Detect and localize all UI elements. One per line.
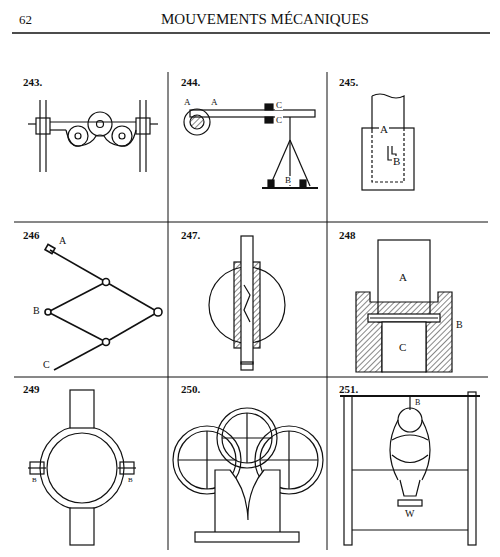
part-letter: B [284, 176, 292, 185]
fig-244-balance [184, 104, 318, 188]
part-letter: A [58, 236, 67, 246]
figure-number: 243. [22, 77, 43, 88]
fig-251-tongs-frame [340, 392, 480, 545]
part-letter: C [275, 116, 283, 125]
page-title: MOUVEMENTS MÉCANIQUES [161, 12, 369, 27]
grid [14, 72, 488, 550]
part-letter: B [31, 477, 38, 484]
header-rule [12, 32, 490, 34]
part-letter: A [398, 272, 408, 283]
figure-number: 246 [22, 230, 41, 241]
part-letter: C [398, 342, 407, 353]
fig-245-coupling [362, 94, 414, 190]
part-letter: C [275, 101, 283, 110]
figure-number: 249 [22, 384, 41, 395]
part-letter: B [392, 156, 401, 167]
part-letter: A [379, 124, 389, 135]
figure-number: 248 [338, 230, 357, 241]
figure-number: 244. [180, 77, 201, 88]
part-letter: B [414, 399, 421, 407]
part-letter: A [183, 98, 192, 107]
fig-246-lazy-tongs [45, 244, 162, 370]
fig-247-disc-on-shaft [209, 236, 285, 370]
fig-248-pipe-union [356, 240, 452, 372]
part-letter: A [210, 98, 219, 107]
part-letter: B [455, 320, 464, 330]
fig-249-pipe-clamp [28, 390, 136, 545]
figure-number: 247. [180, 230, 201, 241]
fig-243-belt-pulleys [28, 100, 158, 172]
page-number: 62 [18, 13, 33, 26]
figure-number: 245. [338, 77, 359, 88]
part-letter: B [127, 477, 134, 484]
part-letter: W [404, 509, 415, 519]
fig-250-wheels-frame [173, 408, 323, 542]
figure-number: 251. [338, 384, 359, 395]
part-letter: C [42, 360, 51, 370]
part-letter: B [32, 306, 41, 316]
figure-number: 250. [180, 384, 201, 395]
